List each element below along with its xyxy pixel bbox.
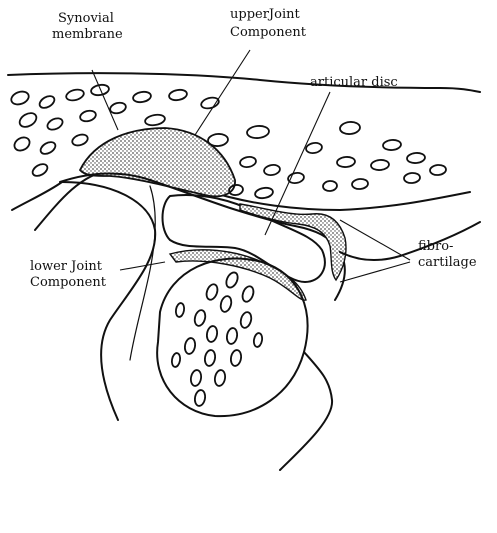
- cell: [430, 164, 447, 175]
- cell: [214, 369, 227, 386]
- lower-joint-label-line1: lower Joint: [30, 259, 103, 274]
- cell: [190, 369, 203, 386]
- cell: [383, 139, 402, 151]
- synovial-label-line1: Synovial: [58, 11, 114, 26]
- leader-synovial: [92, 70, 118, 130]
- cell: [46, 116, 65, 132]
- articular-disc-label: articular disc: [310, 75, 398, 90]
- cell: [263, 164, 280, 177]
- cell: [224, 271, 240, 290]
- cell: [323, 180, 338, 191]
- cell: [31, 162, 50, 179]
- cell: [17, 110, 39, 129]
- cell: [144, 113, 165, 126]
- fibrocartilage-label-line1: fibro-: [418, 239, 453, 254]
- cell: [65, 88, 85, 102]
- cell: [337, 156, 356, 168]
- cell: [38, 94, 57, 111]
- cell: [404, 172, 421, 183]
- cell: [205, 283, 220, 301]
- leader-fibrocartilage-upper: [340, 220, 410, 260]
- cell: [79, 109, 97, 123]
- fibrocartilage-label-line2: cartilage: [418, 255, 477, 270]
- leader-upper-joint: [195, 50, 250, 135]
- cell: [71, 133, 89, 148]
- cell: [247, 125, 270, 139]
- cell: [206, 325, 219, 342]
- cell: [219, 295, 233, 313]
- upper-joint-label-line2: Component: [230, 25, 307, 40]
- cell: [109, 101, 127, 115]
- cell: [208, 133, 229, 147]
- cell: [305, 142, 322, 155]
- cell: [371, 159, 390, 171]
- cell: [175, 302, 185, 317]
- cell: [168, 89, 187, 102]
- cell: [352, 178, 369, 189]
- cell: [12, 135, 32, 153]
- cell: [204, 349, 217, 366]
- lower-joint-label-line2: Component: [30, 275, 107, 290]
- lower-bone-outline-right: [280, 352, 332, 470]
- cell: [184, 337, 197, 354]
- cell: [253, 332, 263, 347]
- cell: [230, 349, 243, 366]
- cell: [193, 309, 207, 327]
- cell: [239, 156, 256, 169]
- cell: [254, 187, 273, 200]
- leader-fibrocartilage-lower: [340, 262, 410, 282]
- cell: [241, 285, 256, 303]
- cell: [287, 172, 304, 185]
- lower-bone-outline-left: [62, 182, 155, 420]
- cell: [239, 311, 253, 329]
- cell: [171, 352, 181, 367]
- cell: [90, 84, 109, 97]
- leader-lower-joint: [120, 262, 165, 270]
- cell: [194, 389, 207, 406]
- cell: [9, 89, 30, 106]
- cell: [407, 152, 426, 164]
- cell: [200, 96, 220, 110]
- upper-joint-label-line1: upperJoint: [230, 7, 300, 22]
- cell: [132, 91, 151, 104]
- cell: [226, 327, 239, 344]
- synovial-label-line2: membrane: [52, 27, 123, 42]
- condyle-cells: [171, 271, 263, 407]
- cell: [39, 140, 58, 157]
- cell: [340, 121, 361, 135]
